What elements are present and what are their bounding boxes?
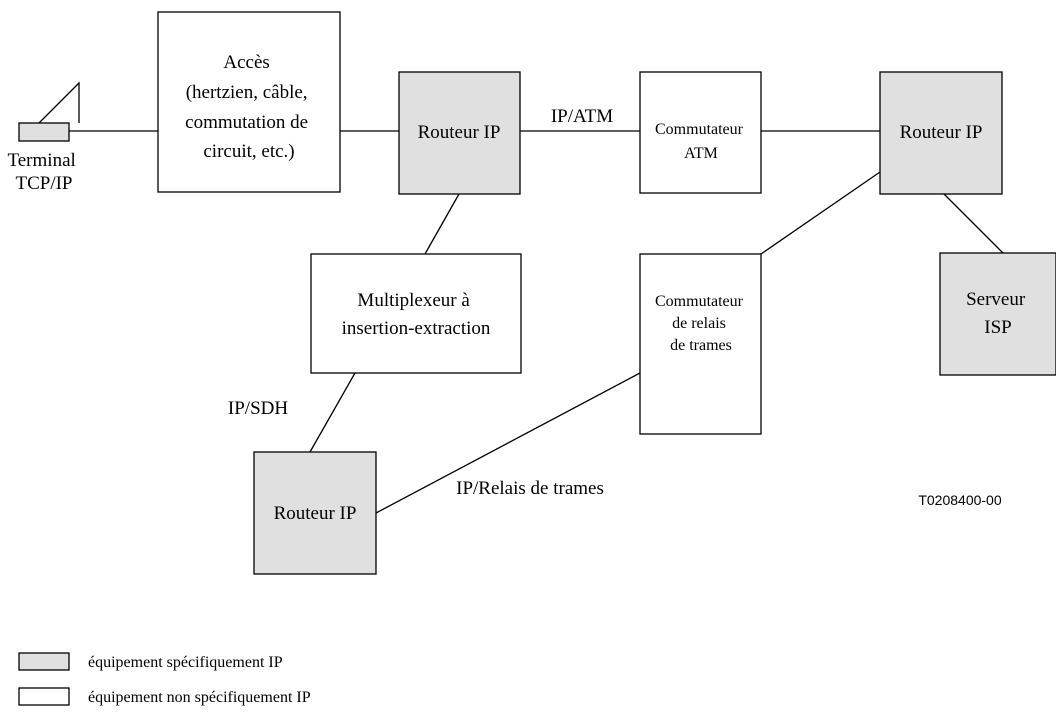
multiplexer-box: [310, 253, 522, 374]
legend-label-non-ip: équipement non spécifiquement IP: [88, 689, 311, 706]
link-label-ip-frame-relay: IP/Relais de trames: [456, 478, 604, 499]
terminal-icon: [18, 81, 80, 142]
frame-relay-switch-box: [639, 253, 762, 435]
router-center-label: Routeur IP: [418, 122, 501, 143]
atm-switch-box: [639, 71, 762, 194]
multiplexer-label: Multiplexeur à insertion-extraction: [342, 290, 491, 339]
router-center-box: [398, 71, 521, 195]
link-router-multiplexer: [424, 193, 460, 255]
frame-relay-switch-label: Commutateur de relais de trames: [655, 293, 747, 354]
link-label-ip-atm: IP/ATM: [551, 106, 613, 127]
link-router-isp: [943, 193, 1004, 254]
isp-server-box: [939, 252, 1056, 376]
legend: équipement spécifiquement IP équipement …: [18, 652, 311, 706]
figure-code: T0208400-00: [918, 492, 1002, 508]
router-right-box: [879, 71, 1003, 195]
legend-label-ip: équipement spécifiquement IP: [88, 654, 283, 671]
link-router-frswitch: [760, 171, 881, 255]
router-right-label: Routeur IP: [900, 122, 983, 143]
atm-switch-label: Commutateur ATM: [655, 121, 747, 162]
router-bottom-label: Routeur IP: [274, 503, 357, 524]
link-label-ip-sdh: IP/SDH: [228, 398, 288, 419]
access-label: Accès (hertzien, câble, commutation de c…: [185, 52, 313, 162]
router-bottom-box: [253, 451, 377, 575]
legend-swatch-non-ip: [18, 687, 70, 706]
legend-swatch-ip: [18, 652, 70, 671]
link-ip-sdh: [309, 372, 356, 453]
isp-server-label: Serveur ISP: [966, 289, 1030, 338]
access-box: [157, 11, 341, 193]
terminal-label: Terminal TCP/IP: [7, 150, 80, 194]
link-ip-frame-relay: [375, 372, 641, 514]
